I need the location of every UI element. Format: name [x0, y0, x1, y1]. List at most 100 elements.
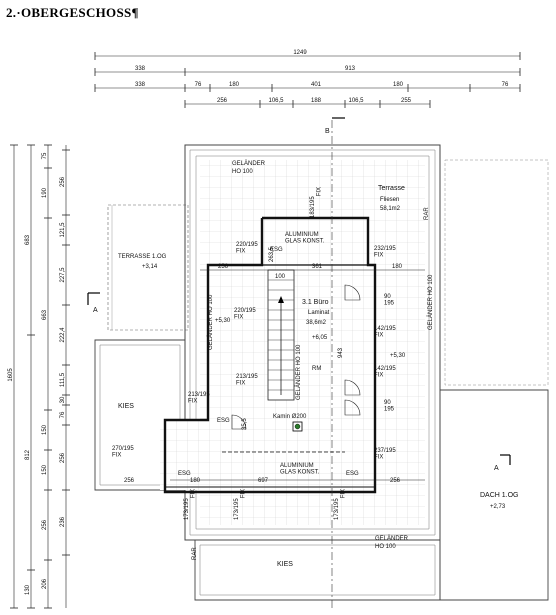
tiled-floor	[200, 160, 425, 490]
dim-left-c4-3: 227,5	[60, 267, 66, 283]
office-walls	[163, 216, 377, 494]
dim-top-r2-1: 338	[135, 66, 146, 72]
office-name: 3.1 Büro	[302, 299, 329, 306]
door-swing-2	[344, 379, 361, 396]
section-marker-a-left: A	[87, 292, 100, 314]
dim-left-c4-2: 121,5	[60, 222, 66, 238]
dim-left-c3-1: 75	[42, 152, 48, 159]
top-dimension-chains: 1249 338 913 338 76 180 401 180 76 256 1…	[94, 50, 521, 108]
dim-total-width: 1249	[293, 50, 307, 56]
window-top-stair: 183/195FIX	[310, 187, 323, 218]
dim-top-r4-2: 106,5	[268, 98, 284, 104]
dim-left-c3-2: 190	[42, 187, 48, 198]
office-level: +6,05	[312, 335, 328, 341]
terrace-1og-level: +3,14	[142, 264, 158, 270]
door-swing-1	[344, 284, 361, 301]
kies-left-name: KIES	[118, 403, 134, 410]
inner-dim-7: 256	[390, 478, 401, 484]
door-swing-4	[231, 414, 247, 430]
dim-top-r3-3: 180	[229, 82, 240, 88]
terrace-top-name: Terrasse	[378, 185, 405, 192]
dim-left-c2-3: 130	[25, 584, 31, 595]
staircase	[267, 269, 295, 401]
dim-top-r4-3: 188	[311, 98, 322, 104]
dim-left-c3-6: 256	[42, 519, 48, 530]
dim-left-c3-4: 150	[42, 424, 48, 435]
kies-bottom-name: KIES	[277, 561, 293, 568]
dim-top-r3-4: 401	[311, 82, 322, 88]
dim-top-r4-5: 255	[401, 98, 412, 104]
inner-dim-1: 256	[218, 264, 229, 270]
terrace-1og-name: TERRASSE 1.OG	[118, 254, 167, 260]
railing-stair-label: GELÄNDER HO 100	[295, 344, 302, 400]
dim-left-c3-3: 663	[42, 309, 48, 320]
window-bottom-3: 173/195FIX	[334, 489, 347, 520]
chimney-label: Kamin Ø200	[273, 414, 307, 420]
inner-dim-13: 943	[338, 347, 344, 358]
dim-top-r3-6: 76	[502, 82, 509, 88]
terrace-top-floor: Fliesen	[380, 197, 399, 203]
esg-2: ESG	[217, 418, 230, 424]
window-bottom-1: 173/195FIX	[184, 489, 197, 520]
dim-left-c4-4: 222,4	[60, 327, 66, 343]
esg-3: ESG	[178, 471, 191, 477]
inner-dim-12: 263,5	[269, 246, 275, 262]
door-swing-3	[344, 399, 361, 416]
dim-left-c4-7: 76	[60, 411, 66, 418]
dim-left-c4-1: 256	[60, 176, 66, 187]
level-right: +5,30	[390, 353, 406, 359]
section-b-label: B	[325, 128, 330, 135]
window-bottom-2: 173/195FIX	[234, 489, 247, 520]
office-floor: Laminat	[308, 310, 330, 316]
dim-left-c3-7: 206	[42, 578, 48, 589]
dim-left-c4-9: 236	[60, 516, 66, 527]
section-a-right-label: A	[494, 465, 499, 472]
dim-top-r2-2: 913	[345, 66, 356, 72]
railing-right-label: GELÄNDER HO 100	[427, 274, 434, 330]
inner-dim-8: 180	[190, 478, 201, 484]
outer-parapet	[184, 144, 441, 541]
kies-bottom-area	[194, 539, 441, 601]
rar-top: RAR	[424, 207, 430, 220]
dim-left-c4-8: 256	[60, 452, 66, 463]
dach-1og-name: DACH 1.OG	[480, 492, 519, 499]
dim-top-r3-5: 180	[393, 82, 404, 88]
dim-top-r3-2: 76	[195, 82, 202, 88]
dim-top-r4-4: 106,5	[348, 98, 364, 104]
dim-top-r4-1: 256	[217, 98, 228, 104]
level-left: +5,30	[215, 318, 231, 324]
dim-left-c4-5: 111,5	[60, 372, 66, 387]
railing-top-height: HO 100	[232, 169, 253, 175]
inner-dim-6: 697	[258, 478, 269, 484]
dach-1og-level: +2,73	[490, 504, 506, 510]
inner-dim-5: 256	[124, 478, 135, 484]
esg-4: ESG	[346, 471, 359, 477]
section-marker-a-right: A	[494, 454, 511, 472]
inner-dim-3: 361	[312, 264, 323, 270]
office-area: 38,6m2	[306, 320, 327, 326]
rm-label: RM	[312, 366, 321, 372]
dim-left-c2-1: 683	[25, 234, 31, 245]
left-dimension-chains: 1605 683 812 130 75 190 663 150 150 256 …	[8, 144, 70, 609]
inner-dim-11: 35,5	[242, 418, 248, 430]
inner-dim-4: 180	[392, 264, 403, 270]
dim-left-c3-5: 150	[42, 464, 48, 475]
railing-bottom-label: GELÄNDER	[375, 535, 409, 542]
esg-1: ESG	[270, 247, 283, 253]
railing-top-label: GELÄNDER	[232, 160, 266, 167]
dim-left-c2-2: 812	[25, 449, 31, 460]
section-a-left-label: A	[93, 307, 98, 314]
rar-bottom: RAR	[192, 547, 198, 560]
railing-left-label: GELÄNDER HO 100	[207, 294, 214, 350]
